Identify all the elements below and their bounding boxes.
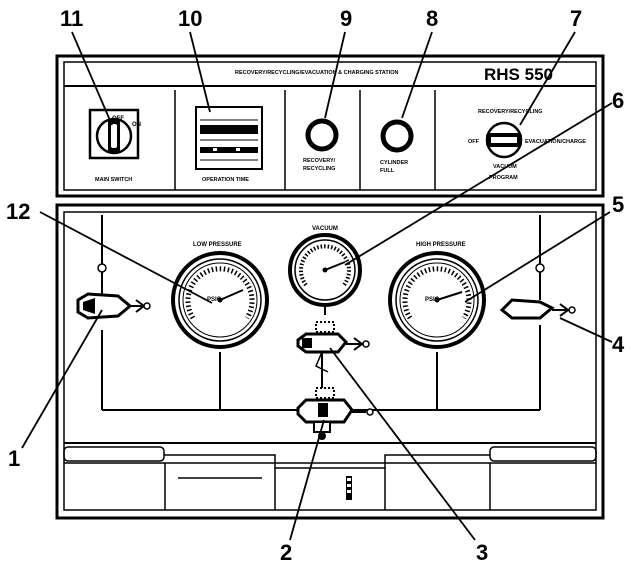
low-pressure-unit: PSIG [207,297,222,303]
high-side-valve[interactable] [499,298,576,320]
callout-9: 9 [340,6,352,31]
callout-8: 8 [426,6,438,31]
callout-4: 4 [612,332,625,357]
high-pressure-label: HIGH PRESSURE [416,242,466,248]
low-side-valve[interactable] [76,292,151,320]
switch-off-label: OFF [112,116,124,122]
vacuum-gauge [288,233,362,307]
high-pressure-gauge [388,251,486,349]
callout-12: 12 [6,199,30,224]
panel-header-text: RECOVERY/RECYCLING/EVACUATION & CHARGING… [235,70,399,76]
gauge-panel [55,203,605,520]
recovery-lamp-label-2: RECYCLING [303,166,335,172]
recovery-recycling-lamp [305,118,339,152]
selector-left-label: OFF [468,139,480,145]
vacuum-label: VACUUM [312,226,338,232]
callout-2: 2 [280,540,292,565]
low-pressure-label: LOW PRESSURE [193,242,242,248]
callout-1: 1 [8,446,20,471]
mode-selector-knob[interactable] [485,121,523,159]
leader-lines [21,31,613,541]
display-label: OPERATION TIME [202,177,249,183]
cylinder-lamp-label-2: FULL [380,168,395,174]
model-name: RHS 550 [484,65,553,84]
main-switch[interactable] [88,108,140,160]
callout-11: 11 [60,6,83,31]
recovery-lamp-label-1: RECOVERY/ [303,158,336,164]
top-control-panel: RECOVERY/RECYCLING/EVACUATION & CHARGING… [55,54,605,198]
cylinder-full-lamp [380,119,414,153]
selector-right-label: EVACUATION/CHARGE [525,139,586,145]
main-switch-label: MAIN SWITCH [95,177,132,183]
selector-top-label: RECOVERY/RECYCLING [478,109,543,115]
low-pressure-gauge [171,251,269,349]
selector-program-label: PROGRAM [489,175,518,181]
callout-7: 7 [570,6,582,31]
vacuum-valve[interactable] [296,321,370,373]
callout-3: 3 [476,540,488,565]
operation-time-display [195,106,263,170]
cylinder-lamp-label-1: CYLINDER [380,160,408,166]
center-lower-valve[interactable] [296,387,374,440]
high-pressure-unit: PSIG [425,297,440,303]
callout-5: 5 [612,192,624,217]
callout-10: 10 [178,6,202,31]
callout-6: 6 [612,88,624,113]
switch-on-label: ON [132,122,141,128]
